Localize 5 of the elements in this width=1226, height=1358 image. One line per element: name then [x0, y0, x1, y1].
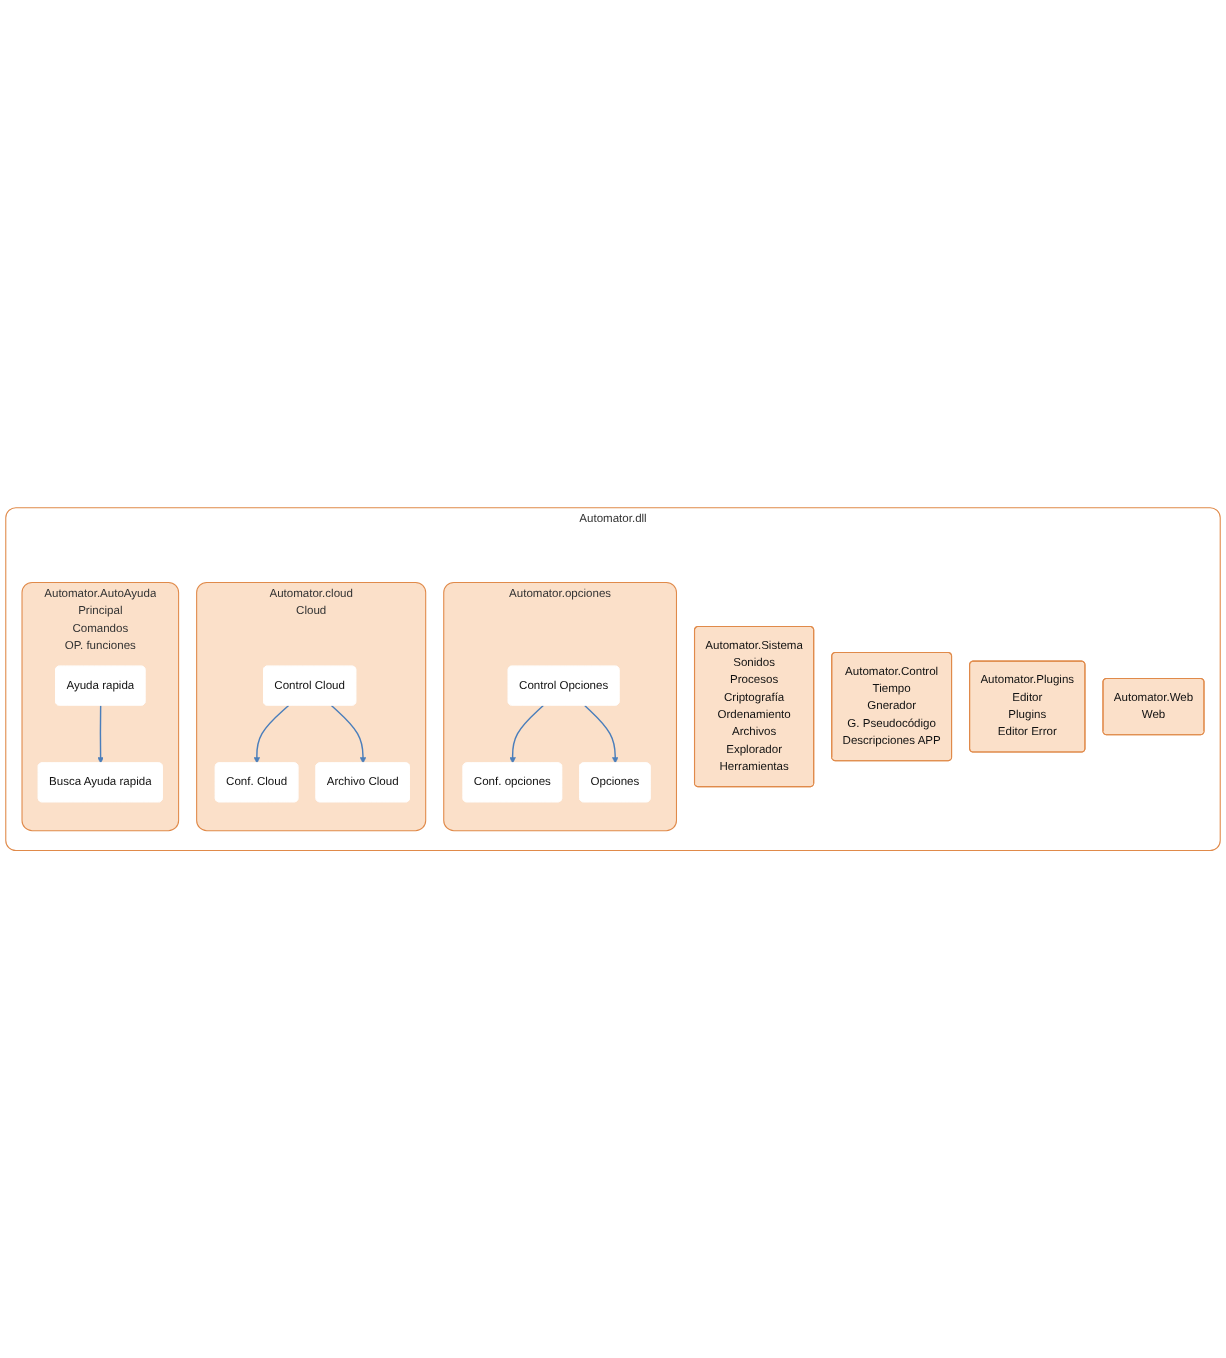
arrow: [97, 704, 104, 764]
arrow: [330, 704, 367, 764]
arrow: [583, 704, 619, 764]
arrow: [253, 704, 290, 764]
arrow: [509, 704, 545, 764]
